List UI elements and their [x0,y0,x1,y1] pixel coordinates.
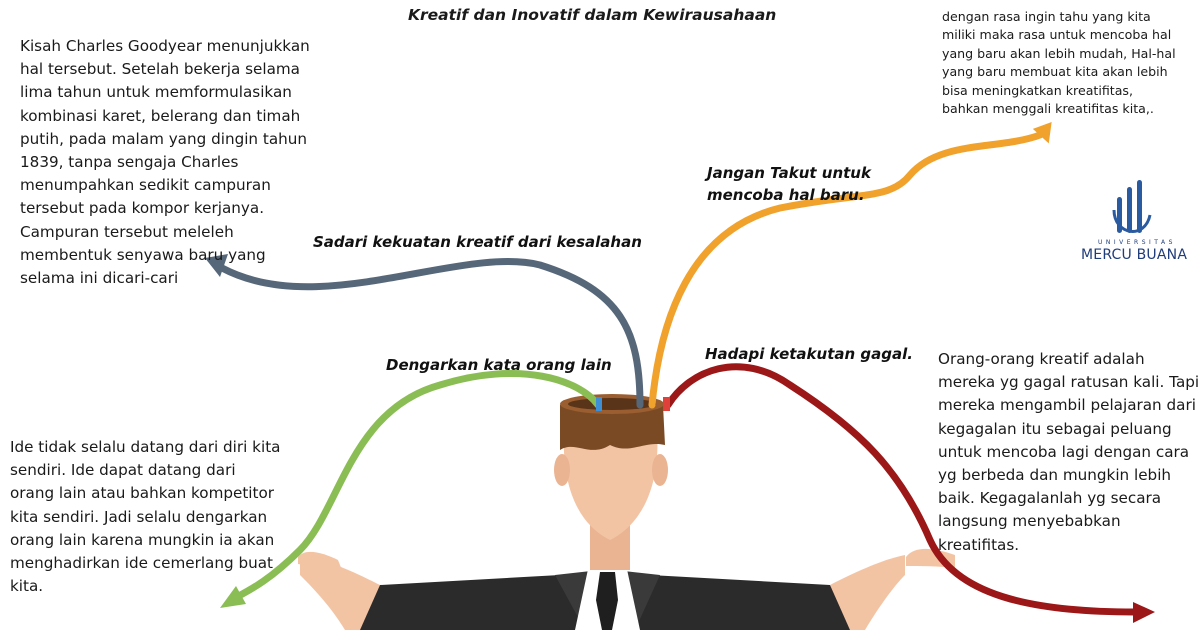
arrowhead-gray [205,254,228,277]
branch-gray [218,258,644,409]
arrowhead-red [1133,602,1155,623]
branch-label-mistakes: Sadari kekuatan kreatif dari kesalahan [313,233,642,251]
paragraph-curiosity: dengan rasa ingin tahu yang kita miliki … [942,9,1176,117]
mercu-buana-logo-icon [1112,180,1152,233]
branch-arrows [205,122,1155,623]
arrowhead-green [220,586,246,608]
branch-green [231,370,602,602]
branch-label-listen: Dengarkan kata orang lain [386,356,612,374]
logo-universitas-text: UNIVERSITAS [1098,239,1176,246]
arrowhead-orange [1032,122,1052,144]
paragraph-listen: Ide tidak selalu datang dari diri kita s… [10,438,281,596]
branch-label-failure: Hadapi ketakutan gagal. [705,345,913,363]
person-illustration [298,394,955,630]
paragraph-goodyear: Kisah Charles Goodyear menunjukkan hal t… [20,37,310,288]
page-title: Kreatif dan Inovatif dalam Kewirausahaan [408,6,777,24]
logo-name-text: MERCU BUANA [1081,247,1188,263]
branch-red [664,363,1139,616]
paragraph-failure: Orang-orang kreatif adalah mereka yg gag… [938,350,1200,554]
branch-label-try-new: Jangan Takut untuk mencoba hal baru. [707,164,871,204]
branch-orange [648,131,1044,409]
